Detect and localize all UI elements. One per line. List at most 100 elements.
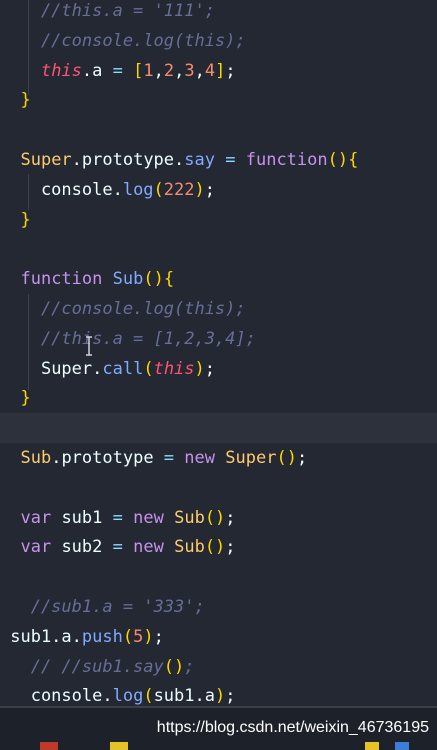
code-token — [0, 359, 41, 379]
code-token: //this.a = '111'; — [0, 1, 215, 21]
code-token — [235, 150, 245, 170]
code-token: ) — [143, 626, 154, 647]
code-token: console. — [0, 686, 113, 707]
code-token: ) — [194, 358, 205, 379]
code-token — [0, 448, 20, 468]
code-token: //this.a = [1,2,3,4]; — [0, 328, 256, 349]
code-token — [174, 448, 184, 468]
taskbar-strip — [0, 742, 437, 750]
code-token — [123, 508, 133, 528]
code-line[interactable]: console.log(222); — [0, 175, 437, 205]
code-line[interactable]: // //sub1.say(); — [0, 652, 437, 682]
code-token: Sub — [174, 507, 205, 528]
code-token — [215, 448, 225, 468]
code-token: sub1.a. — [0, 626, 82, 647]
code-token: ; — [225, 686, 236, 707]
code-token — [0, 150, 20, 170]
code-token: ( — [122, 626, 134, 647]
code-token: Sub — [20, 448, 52, 468]
code-line[interactable] — [0, 115, 437, 145]
code-token: say — [184, 150, 215, 170]
code-token: 5 — [133, 626, 144, 647]
code-token: Super — [20, 150, 72, 170]
code-line[interactable] — [0, 473, 437, 503]
code-line[interactable]: Sub.prototype = new Super(); — [0, 443, 437, 473]
code-line[interactable]: //console.log(this); — [0, 26, 437, 56]
code-token: new — [133, 537, 164, 558]
code-token: Super. — [40, 358, 103, 379]
code-line[interactable]: } — [0, 383, 437, 413]
code-token: // //sub1.say — [0, 656, 164, 677]
code-token: = — [163, 448, 175, 468]
code-line[interactable] — [0, 562, 437, 592]
code-token — [123, 61, 133, 81]
code-line[interactable]: function Sub(){ — [0, 264, 437, 294]
code-token: () — [143, 269, 164, 290]
code-token: 3 — [184, 60, 195, 81]
indent-guide — [28, 294, 29, 390]
code-token — [0, 61, 41, 81]
code-token: .prototype — [51, 448, 164, 468]
code-token: log — [112, 686, 144, 707]
code-token: 222 — [163, 179, 195, 200]
code-line[interactable]: //sub1.a = '333'; — [0, 592, 437, 622]
code-token: () — [204, 537, 226, 558]
code-token — [0, 508, 20, 528]
code-token: push — [81, 626, 123, 647]
code-token: ] — [215, 60, 226, 81]
code-token: ; — [184, 656, 195, 677]
code-token — [0, 90, 20, 110]
code-token: new — [184, 448, 216, 468]
code-token: .prototype. — [71, 150, 185, 170]
taskbar-item[interactable] — [365, 742, 379, 750]
code-token: var — [20, 507, 52, 528]
code-token: 4 — [204, 60, 216, 81]
code-token: ; — [204, 358, 216, 379]
code-line[interactable]: Super.prototype.say = function(){ — [0, 145, 437, 175]
code-token: log — [122, 179, 154, 200]
code-token: sub1.a — [153, 686, 215, 707]
taskbar-item[interactable] — [110, 742, 128, 750]
taskbar-item[interactable] — [40, 742, 58, 750]
code-line[interactable]: var sub1 = new Sub(); — [0, 503, 437, 533]
code-token — [215, 150, 225, 170]
code-token: //console.log(this); — [0, 299, 246, 319]
code-line[interactable]: //this.a = '111'; — [0, 0, 437, 26]
code-token: ; — [204, 179, 216, 200]
code-line[interactable] — [0, 413, 437, 444]
code-line[interactable]: console.log(sub1.a); — [0, 681, 437, 711]
code-token: { — [348, 150, 359, 170]
code-token: () — [163, 656, 185, 677]
code-token: this — [153, 358, 195, 379]
code-line[interactable]: var sub2 = new Sub(); — [0, 532, 437, 562]
code-token: } — [20, 209, 31, 230]
code-token: ( — [153, 179, 164, 200]
code-token: call — [102, 358, 144, 379]
code-line[interactable]: //this.a = [1,2,3,4]; — [0, 324, 437, 354]
code-token: .a — [81, 60, 113, 81]
code-token: ; — [225, 537, 236, 558]
code-token: ; — [153, 626, 164, 647]
code-token: sub2 — [51, 537, 113, 558]
code-line[interactable] — [0, 234, 437, 264]
code-token: Super — [225, 448, 277, 468]
code-token: Sub — [112, 269, 144, 290]
code-line[interactable]: } — [0, 85, 437, 115]
code-token: , — [174, 60, 185, 81]
code-token: ) — [214, 686, 226, 707]
indent-guide — [28, 0, 29, 95]
code-token: sub1 — [51, 507, 113, 528]
bottom-bar — [0, 708, 437, 750]
code-line[interactable]: this.a = [1,2,3,4]; — [0, 56, 437, 86]
code-line[interactable]: Super.call(this); — [0, 354, 437, 384]
code-token: function — [245, 150, 328, 170]
code-line[interactable]: sub1.a.push(5); — [0, 622, 437, 652]
code-token — [164, 508, 174, 528]
indent-guide — [28, 174, 29, 210]
code-token: console. — [0, 179, 123, 200]
code-token: //console.log(this); — [0, 30, 246, 51]
code-line[interactable]: } — [0, 205, 437, 235]
code-line[interactable]: //console.log(this); — [0, 294, 437, 324]
taskbar-item[interactable] — [395, 742, 409, 750]
